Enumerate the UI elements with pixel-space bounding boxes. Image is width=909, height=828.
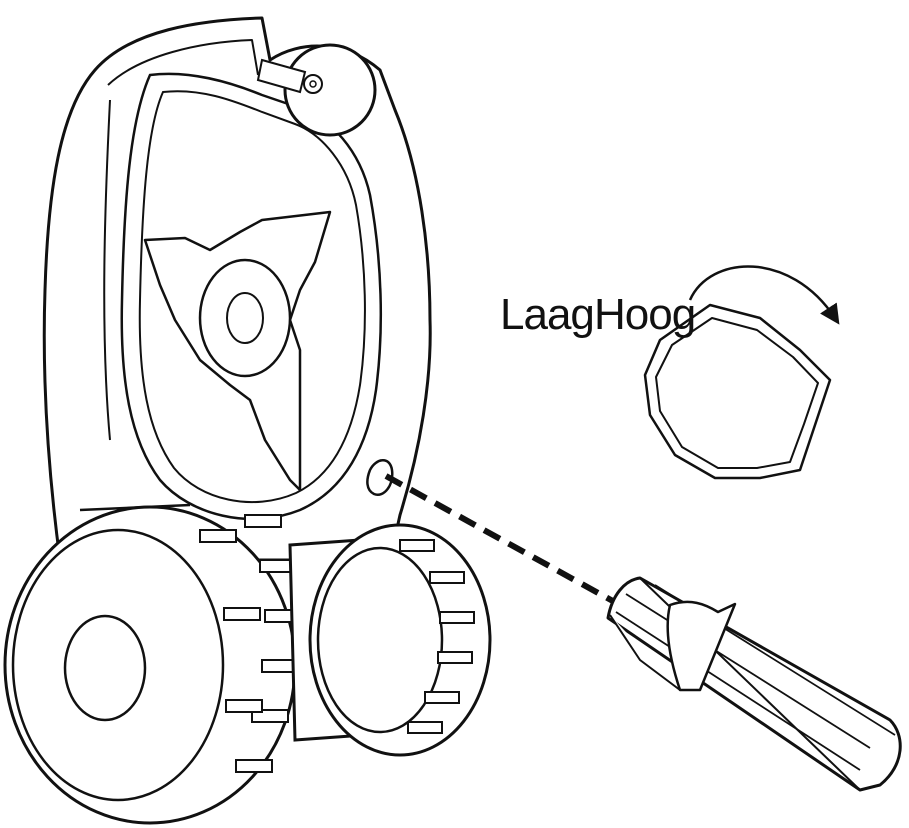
top-knob	[256, 43, 377, 137]
adjust-socket	[366, 459, 394, 496]
mower-body	[42, 16, 432, 562]
adjustment-tool	[606, 576, 902, 792]
dashed-guide-line	[384, 473, 622, 608]
wheel-right	[308, 523, 492, 757]
socket-shape	[643, 303, 832, 480]
high-label: Hoog	[594, 290, 696, 339]
blade	[143, 210, 332, 492]
low-label: Laag	[500, 290, 595, 339]
rotation-arrow	[688, 265, 840, 325]
wheel-left	[3, 503, 302, 825]
